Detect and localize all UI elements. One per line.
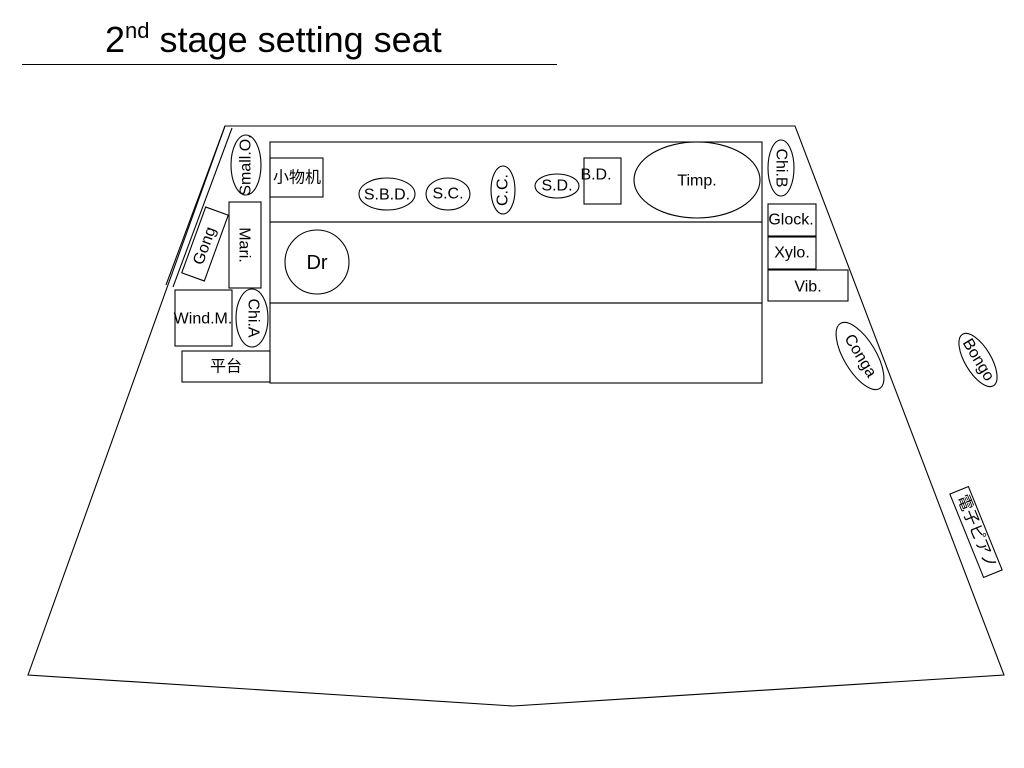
conga-shape xyxy=(835,321,885,391)
dr-shape xyxy=(284,229,350,295)
wind-m-label: Wind.M. xyxy=(174,311,233,328)
title-text: stage setting seat xyxy=(149,19,442,60)
page-title: 2nd stage setting seat xyxy=(105,18,442,62)
gong-shape xyxy=(181,206,229,282)
mari-label: Mari. xyxy=(236,227,253,263)
komono-label: 小物机 xyxy=(273,169,321,187)
title-superscript: nd xyxy=(125,18,150,43)
sbd-shape xyxy=(358,177,416,211)
dr-label: Dr xyxy=(306,252,327,274)
bd-shape xyxy=(583,157,622,205)
heidai-label: 平台 xyxy=(210,358,242,376)
title-underline xyxy=(22,64,557,65)
denshi-piano-shape xyxy=(949,485,1003,579)
gong-label: Gong xyxy=(190,225,219,268)
timp-shape xyxy=(633,141,761,219)
komono-table-shape xyxy=(269,157,324,198)
stage-edge-rail-inner xyxy=(172,127,233,288)
riser-middle xyxy=(269,221,763,304)
timp-label: Timp. xyxy=(677,173,716,190)
chi-b-shape xyxy=(767,139,795,197)
sd-shape xyxy=(534,173,580,199)
xylo-label: Xylo. xyxy=(774,245,810,262)
bd-label: B.D. xyxy=(580,167,611,184)
wind-m-shape xyxy=(174,289,233,347)
small-o-shape xyxy=(230,134,262,196)
sc-label: S.C. xyxy=(432,186,463,203)
sbd-label: S.B.D. xyxy=(364,187,410,204)
cc-shape xyxy=(490,165,516,215)
glock-shape xyxy=(767,203,817,237)
sc-shape xyxy=(425,177,471,211)
riser-front xyxy=(269,302,763,384)
small-o-label: Small.O. xyxy=(238,134,255,195)
bongo-shape xyxy=(958,332,998,388)
mari-shape xyxy=(228,201,262,289)
chi-b-label: Chi.B xyxy=(773,148,790,187)
sd-label: S.D. xyxy=(541,178,572,195)
xylo-shape xyxy=(767,236,817,270)
vib-shape xyxy=(767,269,849,302)
vib-label: Vib. xyxy=(794,279,821,296)
stage-outline xyxy=(27,125,1005,707)
stage-edge-rail xyxy=(165,125,226,286)
chi-a-label: Chi.A xyxy=(245,298,262,337)
title-prefix: 2 xyxy=(105,19,126,60)
conga-label: Conga xyxy=(841,331,880,380)
glock-label: Glock. xyxy=(768,212,813,229)
cc-label: C.C. xyxy=(495,174,512,206)
bongo-label: Bongo xyxy=(959,336,997,385)
heidai-shape xyxy=(181,350,271,383)
chi-a-shape xyxy=(235,288,269,348)
